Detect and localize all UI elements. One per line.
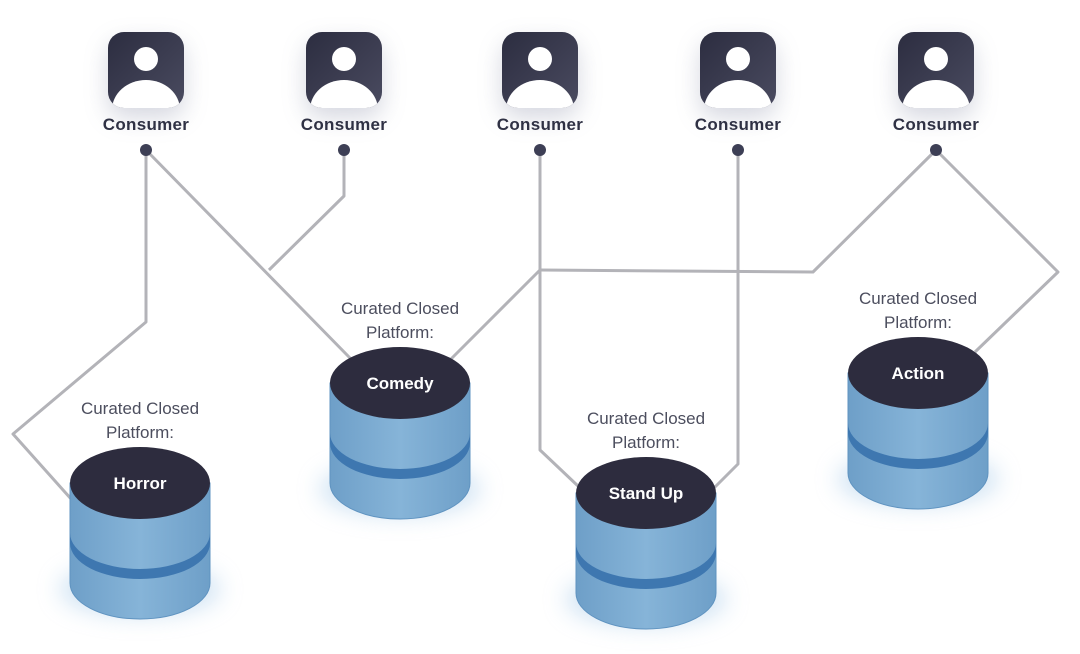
- consumer-label: Consumer: [893, 115, 980, 134]
- platform-caption-sub: Platform:: [366, 323, 434, 342]
- connector-comedy-hub: [448, 268, 542, 362]
- database-icon: [329, 347, 471, 520]
- consumer-node: Consumer: [893, 32, 980, 156]
- consumer-label: Consumer: [497, 115, 584, 134]
- connector-lines: [11, 148, 1060, 501]
- platform-caption: Curated Closed: [859, 289, 977, 308]
- consumer-row: Consumer Consumer Consumer Consumer Consumer: [103, 32, 980, 156]
- platform-caption-sub: Platform:: [612, 433, 680, 452]
- connector-dot: [732, 144, 744, 156]
- connector-dot: [534, 144, 546, 156]
- connector-consumer2-branch: [267, 150, 346, 272]
- connector-dot: [930, 144, 942, 156]
- connector-consumer1-horror: [11, 150, 148, 501]
- consumer-node: Consumer: [695, 32, 782, 156]
- platform-name: Action: [892, 364, 945, 383]
- connector-consumer3-standup: [538, 150, 580, 488]
- connector-consumer5-action: [934, 148, 1060, 354]
- connector-dot: [338, 144, 350, 156]
- platform-name: Horror: [114, 474, 167, 493]
- user-icon: [108, 32, 184, 108]
- platform-caption-sub: Platform:: [106, 423, 174, 442]
- consumer-label: Consumer: [301, 115, 388, 134]
- user-icon: [700, 32, 776, 108]
- user-icon: [502, 32, 578, 108]
- connector-hub-consumer5: [539, 148, 938, 274]
- platform-caption: Curated Closed: [587, 409, 705, 428]
- connector-dot: [140, 144, 152, 156]
- consumer-node: Consumer: [497, 32, 584, 156]
- platform-name: Stand Up: [609, 484, 684, 503]
- platform-name: Comedy: [366, 374, 434, 393]
- consumer-label: Consumer: [695, 115, 782, 134]
- platform-caption: Curated Closed: [341, 299, 459, 318]
- user-icon: [306, 32, 382, 108]
- platform-caption: Curated Closed: [81, 399, 199, 418]
- consumer-node: Consumer: [301, 32, 388, 156]
- user-icon: [898, 32, 974, 108]
- consumer-label: Consumer: [103, 115, 190, 134]
- connector-consumer1-comedy: [144, 148, 352, 360]
- database-icon: [69, 447, 211, 620]
- consumer-node: Consumer: [103, 32, 190, 156]
- platform-caption-sub: Platform:: [884, 313, 952, 332]
- connector-consumer4-standup: [712, 150, 740, 490]
- database-icon: [575, 457, 717, 630]
- database-icon: [847, 337, 989, 510]
